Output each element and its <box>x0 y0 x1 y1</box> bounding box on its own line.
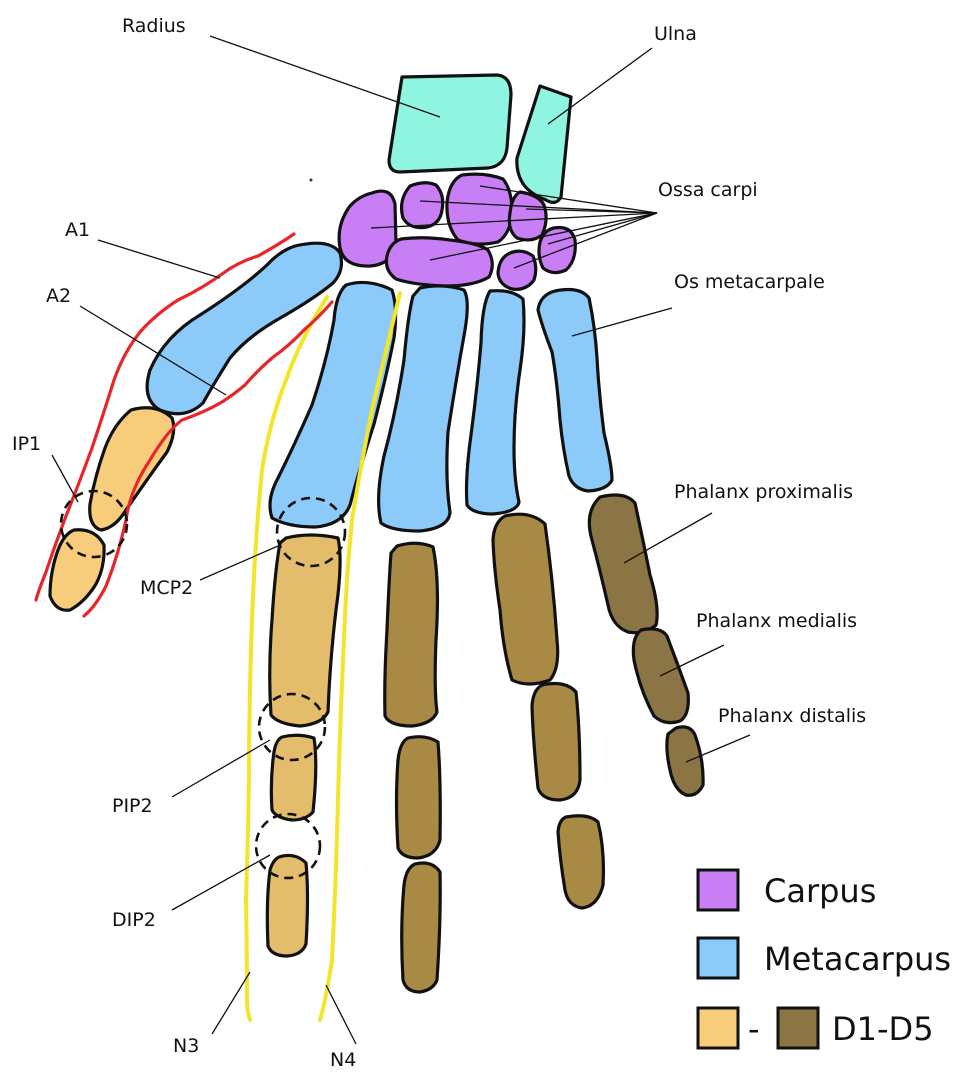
metacarpal-bones <box>147 243 612 531</box>
leader-n3 <box>212 972 250 1034</box>
leader-mcp2 <box>200 546 278 580</box>
metacarpal-bone-2 <box>270 282 396 527</box>
digit-5 <box>589 495 703 795</box>
leader-n4 <box>326 985 356 1044</box>
phalanx-distalis-2 <box>267 855 307 956</box>
label-ip1: IP1 <box>12 433 41 455</box>
label-phalanx-distalis: Phalanx distalis <box>718 705 866 727</box>
label-ulna: Ulna <box>654 23 697 45</box>
label-ossa-carpi: Ossa carpi <box>658 179 758 201</box>
legend-swatch-metacarpus <box>698 938 738 978</box>
label-phalanx-medialis: Phalanx medialis <box>696 610 857 632</box>
leader-a1 <box>98 240 220 278</box>
ulna-bone <box>517 86 571 202</box>
legend-swatch-digit-light <box>698 1008 738 1048</box>
leader-pip2 <box>172 740 270 797</box>
leader-ulna <box>548 48 652 124</box>
phalanx-proximalis-4 <box>493 514 558 684</box>
label-pip2: PIP2 <box>112 795 153 817</box>
metacarpal-bone-5 <box>538 290 612 491</box>
digit-4 <box>493 514 603 908</box>
legend-swatch-carpus <box>698 870 738 910</box>
phalanx-medialis-4 <box>532 684 580 800</box>
phalanx-distalis-5 <box>667 727 703 795</box>
label-mcp2: MCP2 <box>140 577 193 599</box>
carpal-bone <box>509 192 546 240</box>
phalanx-distalis-4 <box>558 816 603 908</box>
phalanx-distalis-3 <box>402 863 440 992</box>
legend-label-digits: D1-D5 <box>832 1010 934 1048</box>
phalanx-medialis-3 <box>397 737 441 858</box>
phalanx-proximalis-3 <box>385 543 438 726</box>
label-radius: Radius <box>122 15 186 37</box>
radius-bone <box>389 75 511 172</box>
phalanx-proximalis-1 <box>90 408 174 530</box>
legend-dash: - <box>748 1010 760 1048</box>
label-a1: A1 <box>65 219 90 241</box>
leader-lines <box>52 36 750 1044</box>
leader-dip2 <box>172 855 270 910</box>
label-a2: A2 <box>46 285 71 307</box>
leader-ip1 <box>52 455 78 502</box>
digit-2 <box>267 535 340 956</box>
legend-label-metacarpus: Metacarpus <box>764 940 951 978</box>
label-phalanx-proximalis: Phalanx proximalis <box>674 481 853 503</box>
label-dip2: DIP2 <box>112 909 156 931</box>
label-os-metacarpale: Os metacarpale <box>674 271 825 293</box>
label-n3: N3 <box>173 1035 199 1057</box>
stray-dot <box>310 179 313 182</box>
phalanx-medialis-2 <box>271 735 315 820</box>
legend-swatch-digit-dark <box>778 1008 818 1048</box>
carpal-bone <box>386 238 492 286</box>
digit-3 <box>385 543 441 992</box>
legend: Carpus Metacarpus - D1-D5 <box>698 870 951 1048</box>
metacarpal-bone-4 <box>467 291 525 514</box>
carpal-bone <box>402 183 443 228</box>
carpal-bone <box>447 174 512 244</box>
carpal-bone <box>498 251 536 289</box>
legend-label-carpus: Carpus <box>764 872 876 910</box>
label-n4: N4 <box>330 1049 356 1071</box>
phalanx-proximalis-5 <box>589 495 657 633</box>
metacarpal-bone-1 <box>147 243 341 413</box>
